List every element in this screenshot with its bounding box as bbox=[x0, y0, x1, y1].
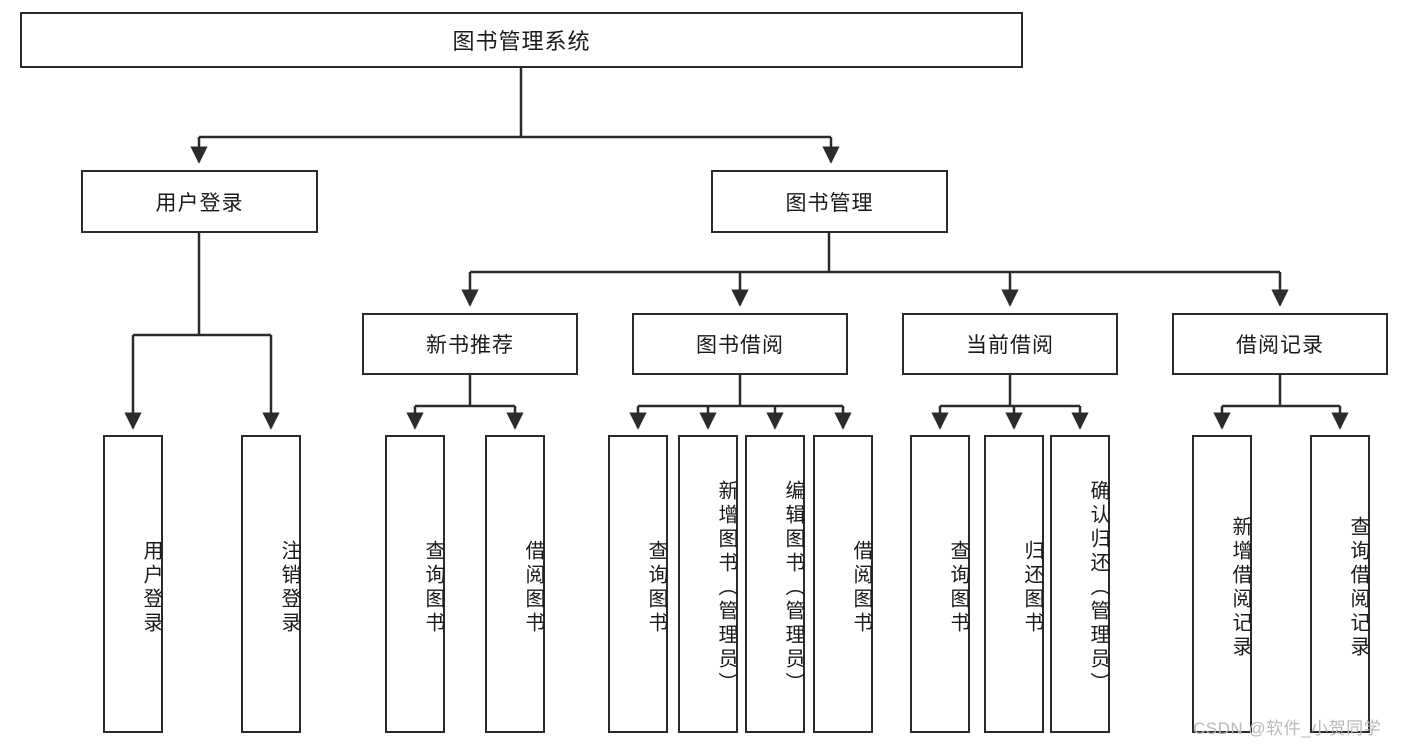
leaf-borrow-book-1[interactable]: 借阅图书 bbox=[485, 435, 545, 733]
node-label: 借阅记录 bbox=[1236, 334, 1324, 357]
node-label: 图书管理 bbox=[785, 191, 874, 215]
node-label: 查询图书 bbox=[422, 540, 444, 636]
node-label: 当前借阅 bbox=[966, 334, 1054, 357]
node-new-book-recommend[interactable]: 新书推荐 bbox=[362, 313, 578, 375]
leaf-return-book[interactable]: 归还图书 bbox=[984, 435, 1044, 733]
leaf-edit-book[interactable]: 编辑图书（管理员） bbox=[745, 435, 805, 733]
node-book-manage[interactable]: 图书管理 bbox=[711, 170, 948, 233]
node-label: 查询图书 bbox=[947, 540, 969, 636]
node-label: 查询借阅记录 bbox=[1347, 516, 1369, 660]
node-label: 用户登录 bbox=[140, 540, 162, 636]
leaf-add-record[interactable]: 新增借阅记录 bbox=[1192, 435, 1252, 733]
node-borrow-record[interactable]: 借阅记录 bbox=[1172, 313, 1388, 375]
node-root-system[interactable]: 图书管理系统 bbox=[20, 12, 1023, 68]
node-label: 新书推荐 bbox=[426, 334, 514, 357]
node-label: 新增图书（管理员） bbox=[715, 480, 737, 696]
node-label: 借阅图书 bbox=[850, 540, 872, 636]
leaf-query-book-3[interactable]: 查询图书 bbox=[910, 435, 970, 733]
csdn-watermark: CSDN @软件_小贺同学 bbox=[1193, 719, 1382, 738]
node-label: 新增借阅记录 bbox=[1229, 516, 1251, 660]
leaf-query-book-1[interactable]: 查询图书 bbox=[385, 435, 445, 733]
node-label: 注销登录 bbox=[278, 540, 300, 636]
node-label: 查询图书 bbox=[645, 540, 667, 636]
leaf-borrow-book-2[interactable]: 借阅图书 bbox=[813, 435, 873, 733]
node-label: 归还图书 bbox=[1021, 540, 1043, 636]
node-label: 借阅图书 bbox=[522, 540, 544, 636]
node-label: 用户登录 bbox=[155, 191, 244, 215]
node-label: 图书借阅 bbox=[696, 334, 784, 357]
leaf-confirm-return[interactable]: 确认归还（管理员） bbox=[1050, 435, 1110, 733]
leaf-query-book-2[interactable]: 查询图书 bbox=[608, 435, 668, 733]
node-book-borrow[interactable]: 图书借阅 bbox=[632, 313, 848, 375]
node-label: 编辑图书（管理员） bbox=[782, 480, 804, 696]
leaf-user-logout[interactable]: 注销登录 bbox=[241, 435, 301, 733]
leaf-user-login[interactable]: 用户登录 bbox=[103, 435, 163, 733]
node-label: 图书管理系统 bbox=[452, 29, 591, 54]
leaf-add-book[interactable]: 新增图书（管理员） bbox=[678, 435, 738, 733]
node-current-borrow[interactable]: 当前借阅 bbox=[902, 313, 1118, 375]
node-user-login[interactable]: 用户登录 bbox=[81, 170, 318, 233]
node-label: 确认归还（管理员） bbox=[1087, 480, 1109, 696]
leaf-query-record[interactable]: 查询借阅记录 bbox=[1310, 435, 1370, 733]
